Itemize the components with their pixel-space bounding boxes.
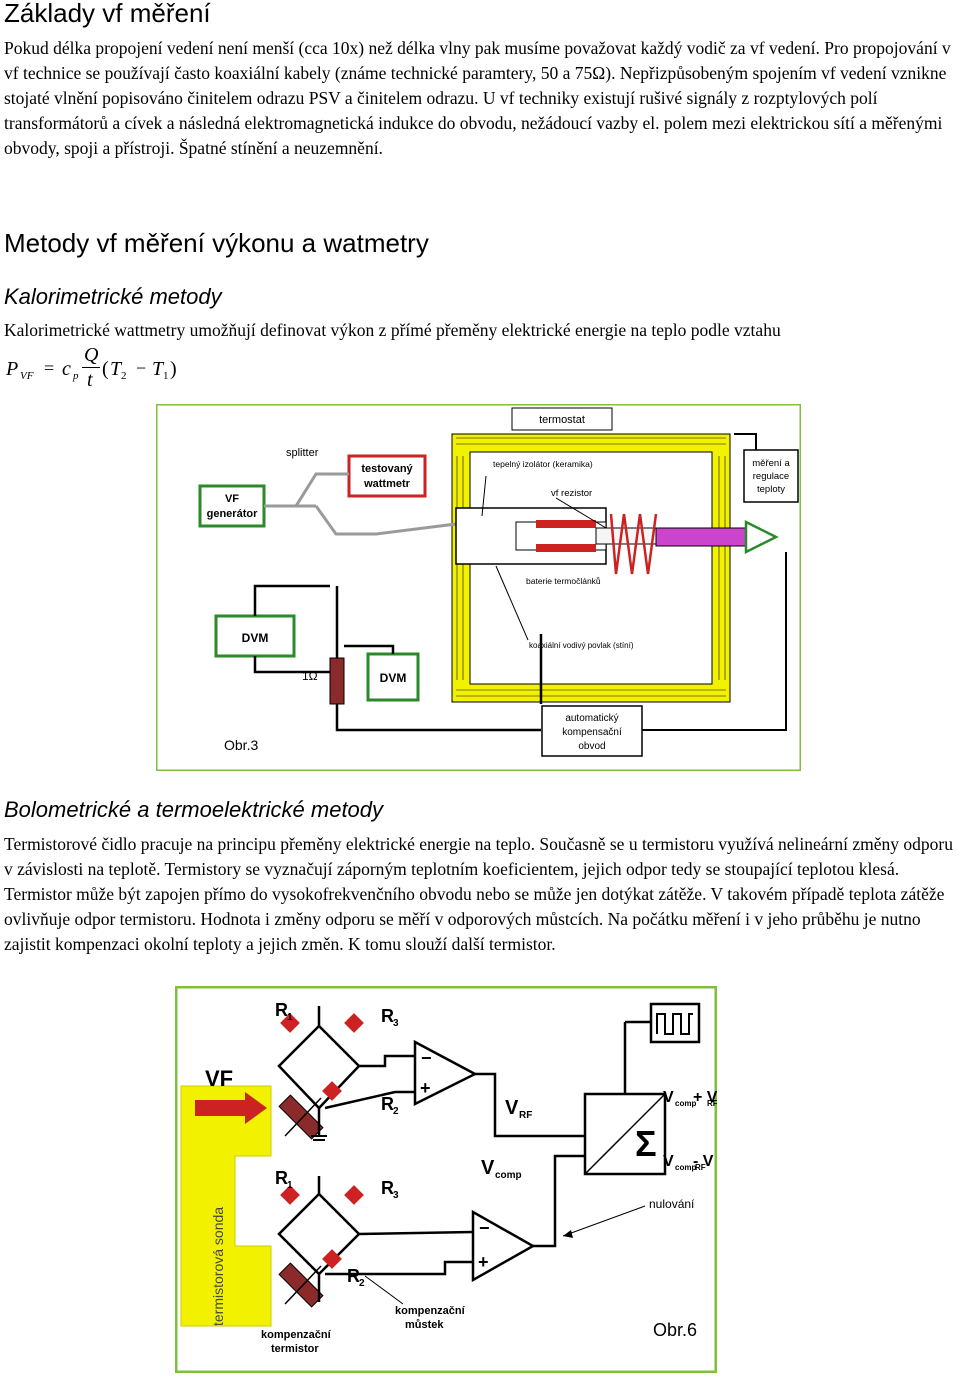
svg-text:testovaný: testovaný — [361, 463, 413, 475]
svg-text:baterie termočlánků: baterie termočlánků — [526, 576, 601, 586]
tested-wattmeter — [347, 454, 427, 498]
vf-generator — [198, 484, 266, 528]
svg-text:automatický: automatický — [565, 713, 618, 724]
one-ohm-resistor — [329, 657, 345, 705]
svg-text:+: + — [420, 1078, 431, 1098]
svg-text:VF: VF — [205, 1066, 233, 1091]
svg-text:R: R — [275, 1000, 288, 1020]
thermistor-rf — [278, 1094, 324, 1140]
svg-text:1: 1 — [287, 1012, 293, 1023]
dvm-2 — [366, 652, 420, 702]
svg-text:R: R — [381, 1178, 394, 1198]
figure-calorimetric-wattmeter: termostat splitter VF generátor testovan… — [156, 404, 801, 771]
thermocouple-battery — [536, 520, 596, 528]
svg-text:vf rezistor: vf rezistor — [551, 488, 592, 499]
amplifier-triangle — [744, 519, 779, 555]
svg-text:2: 2 — [359, 1278, 365, 1289]
calorimetric-paragraph: Kalorimetrické wattmetry umožňují defino… — [4, 320, 781, 340]
svg-text:koaxiální vodivý povlak (stíní: koaxiální vodivý povlak (stíní) — [529, 641, 634, 650]
section-title-basics: Základy vf měření — [4, 0, 211, 28]
svg-text:+ V: + V — [693, 1089, 717, 1106]
thermostat-inner — [470, 452, 712, 684]
section-title-power-methods: Metody vf měření výkonu a watmetry — [4, 228, 429, 258]
thermistor-probe — [180, 1085, 272, 1327]
svg-text:termistorová sonda: termistorová sonda — [210, 1207, 226, 1326]
svg-text:R: R — [347, 1266, 360, 1286]
svg-text:comp: comp — [675, 1163, 696, 1172]
svg-text:RF: RF — [519, 1110, 532, 1121]
svg-text:DVM: DVM — [380, 671, 407, 685]
figure-thermistor-bridge: termistorová sonda VF R 1 R 3 R 2 — [175, 986, 717, 1373]
opamp-top — [413, 1039, 478, 1107]
subtitle-calorimetric: Kalorimetrické metody — [4, 284, 222, 309]
svg-text:Σ: Σ — [635, 1123, 657, 1164]
thermistor-compensation — [278, 1262, 324, 1308]
svg-text:kompensační: kompensační — [562, 727, 622, 738]
svg-text:termistor: termistor — [271, 1343, 319, 1355]
bolometric-paragraph: Termistorové čidlo pracuje na principu p… — [4, 834, 953, 954]
svg-text:nulování: nulování — [649, 1197, 695, 1211]
svg-text:RF: RF — [695, 1163, 706, 1172]
temperature-sensor — [655, 527, 747, 547]
svg-text:- V: - V — [693, 1153, 714, 1170]
svg-text:kompenzační: kompenzační — [395, 1305, 466, 1317]
svg-text:−: − — [421, 1048, 432, 1068]
svg-text:3: 3 — [393, 1190, 399, 1201]
svg-text:comp: comp — [495, 1170, 522, 1181]
opamp-bottom — [471, 1209, 536, 1283]
svg-text:generátor: generátor — [207, 508, 258, 520]
svg-text:1: 1 — [287, 1180, 293, 1191]
figure6-caption: Obr.6 — [653, 1320, 697, 1340]
splitter-label: splitter — [286, 447, 319, 459]
svg-text:DVM: DVM — [242, 631, 269, 645]
svg-text:comp: comp — [675, 1099, 696, 1108]
svg-text:můstek: můstek — [405, 1319, 444, 1331]
heating-coil — [609, 513, 658, 575]
svg-text:obvod: obvod — [578, 741, 605, 752]
dvm-wiring — [253, 584, 543, 732]
svg-text:wattmetr: wattmetr — [363, 478, 411, 490]
svg-text:3: 3 — [393, 1018, 399, 1029]
svg-text:V: V — [663, 1153, 674, 1170]
subtitle-bolometric: Bolometrické a termoelektrické metody — [4, 797, 384, 822]
svg-text:VF: VF — [225, 493, 239, 505]
square-wave-generator — [649, 1002, 701, 1044]
calorimetric-formula: P VF = c p Q t ( T 2 − T 1 ) — [6, 344, 177, 391]
svg-text:V: V — [481, 1157, 495, 1179]
svg-text:kompenzační: kompenzační — [261, 1329, 332, 1341]
temperature-control-box — [743, 449, 799, 503]
thermostat-label: termostat — [539, 414, 585, 426]
svg-text:regulace: regulace — [753, 471, 789, 482]
svg-text:teploty: teploty — [757, 484, 785, 495]
svg-text:R: R — [381, 1006, 394, 1026]
svg-text:V: V — [663, 1089, 674, 1106]
vf-input-arrow — [195, 1092, 267, 1124]
coax-lines — [264, 472, 457, 536]
thermostat-hatch — [456, 437, 726, 697]
svg-text:měření a: měření a — [752, 458, 790, 469]
auto-compensation-box — [541, 705, 643, 757]
svg-text:R: R — [275, 1168, 288, 1188]
figure3-caption: Obr.3 — [224, 737, 258, 753]
svg-text:−: − — [479, 1218, 490, 1238]
svg-text:2: 2 — [393, 1106, 399, 1117]
svg-text:RF: RF — [707, 1099, 717, 1108]
svg-text:V: V — [505, 1097, 519, 1119]
svg-text:tepelný izolátor (keramika): tepelný izolátor (keramika) — [493, 459, 593, 469]
svg-text:+: + — [478, 1252, 489, 1272]
basics-paragraph: Pokud délka propojení vedení není menší … — [4, 38, 951, 158]
svg-text:R: R — [381, 1094, 394, 1114]
